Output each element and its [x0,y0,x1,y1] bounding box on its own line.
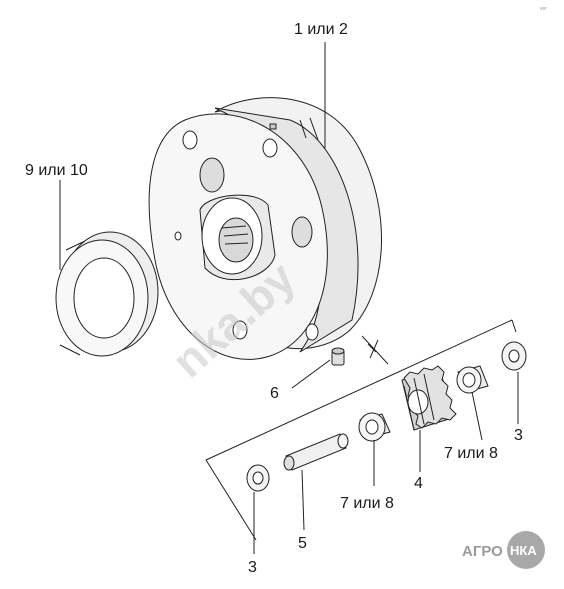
logo-left-text: АГРО [462,543,503,560]
label-fitting: 6 [270,385,279,402]
label-shaft: 5 [298,535,307,552]
label-ring: 9 или 10 [25,162,88,179]
label-bushing-right: 7 или 8 [444,445,498,462]
bushing-left [358,412,391,442]
fitting [331,347,345,366]
shaft [283,433,349,471]
corner-mark: ver [540,6,547,12]
gear [401,365,457,431]
pump-housing [148,97,382,360]
seal-ring [55,231,159,357]
logo-right-text: НКА [510,543,537,558]
part-labels: 1 или 2 9 или 10 6 3 7 или 8 4 7 или 8 5… [25,21,523,576]
washer-right [501,341,527,371]
label-pump-housing: 1 или 2 [294,21,348,38]
label-washer-right: 3 [514,427,523,444]
bushing-right [456,365,489,394]
label-bushing-left: 7 или 8 [340,495,394,512]
washer-left [246,464,270,492]
assembly-frame [205,319,517,541]
leader-lines [59,42,519,554]
label-gear: 4 [414,475,423,492]
agronka-logo: АГРО НКА [462,531,545,569]
logo-circle [507,531,545,569]
label-washer-left: 3 [248,559,257,576]
